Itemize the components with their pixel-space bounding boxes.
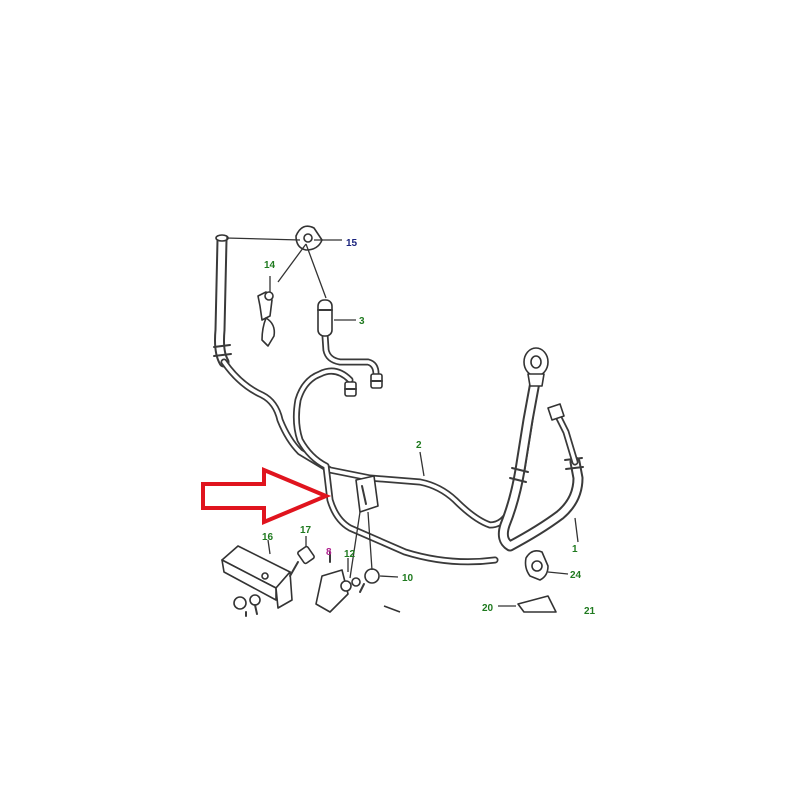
pipe-clamp-bracket (355, 475, 379, 513)
partial-part-bottom (383, 605, 401, 613)
part-14-bracket (257, 291, 276, 347)
nuts-bottom-left (233, 594, 261, 617)
callout-2: 2 (416, 440, 422, 451)
callout-10: 10 (402, 573, 414, 584)
hose-1-end-fitting (547, 403, 579, 466)
right-hose-1 (497, 347, 584, 552)
callout-3: 3 (359, 316, 365, 327)
callout-20: 20 (482, 603, 494, 614)
callouts: 15 14 3 2 1 16 17 8 12 10 24 20 21 (262, 238, 596, 617)
part-10-bolt (359, 568, 380, 593)
pipe-3-branch (321, 331, 383, 397)
leader-lines (225, 237, 579, 607)
part-24-clip (524, 550, 549, 581)
part-3-hose-end (317, 299, 333, 337)
left-hose (213, 234, 232, 368)
pipe-inner-loop (292, 367, 499, 566)
callout-1: 1 (572, 544, 578, 555)
callout-14: 14 (264, 260, 276, 271)
part-17-bolt (289, 545, 315, 577)
pipe-main-2 (220, 358, 539, 529)
part-16-plate (221, 545, 293, 609)
part-20-bracket (517, 595, 557, 613)
red-arrow-indicator (201, 466, 332, 526)
callout-17: 17 (300, 525, 312, 536)
callout-12: 12 (344, 549, 356, 560)
part-15-clip (295, 225, 323, 251)
callout-24: 24 (570, 570, 582, 581)
part-12-bracket (315, 569, 361, 613)
callout-15: 15 (346, 238, 358, 249)
callout-8: 8 (326, 547, 332, 558)
callout-21: 21 (584, 606, 596, 617)
callout-16: 16 (262, 532, 274, 543)
